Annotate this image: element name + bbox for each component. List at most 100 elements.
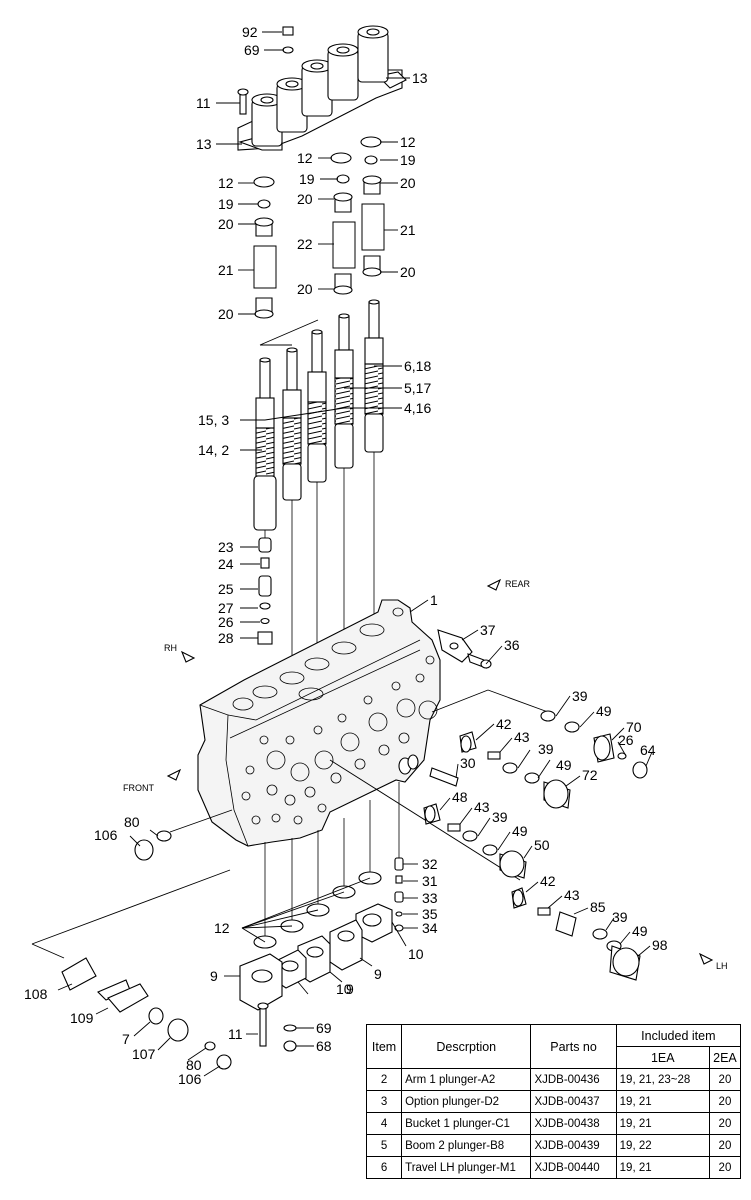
callout-label: 68 xyxy=(316,1038,332,1054)
cell-1ea: 19, 22 xyxy=(615,1134,710,1157)
cell-2ea: 20 xyxy=(708,1112,742,1135)
callout-label: 39 xyxy=(538,741,554,757)
callout-label: 36 xyxy=(504,637,520,653)
cell-parts-no: XJDB-00437 xyxy=(530,1090,617,1113)
cell-item: 4 xyxy=(365,1112,403,1135)
callout-label: 43 xyxy=(514,729,530,745)
callout-label: 39 xyxy=(612,909,628,925)
callout-label: 35 xyxy=(422,906,438,922)
table-row: 6 Travel LH plunger-M1 XJDB-00440 19, 21… xyxy=(365,1156,742,1179)
callout-label: 23 xyxy=(218,539,234,555)
cell-parts-no: XJDB-00440 xyxy=(530,1156,617,1179)
callout-label: 20 xyxy=(218,216,234,232)
callout-labels: 92 69 13 11 13 12 12 19 12 19 20 19 20 2… xyxy=(24,24,668,1087)
header-parts-no: Parts no xyxy=(530,1024,617,1069)
cell-1ea: 19, 21 xyxy=(615,1090,710,1113)
cell-2ea: 20 xyxy=(708,1134,742,1157)
cell-description: Boom 2 plunger-B8 xyxy=(401,1134,532,1157)
callout-label: 43 xyxy=(474,799,490,815)
header-included-item: Included item xyxy=(615,1024,742,1047)
pilot-cap-assembly xyxy=(237,25,407,151)
cell-2ea: 20 xyxy=(708,1068,742,1091)
arm-plunger-parts xyxy=(257,537,273,645)
callout-label: 106 xyxy=(94,827,118,843)
cell-1ea: 19, 21 xyxy=(615,1156,710,1179)
callout-label: 24 xyxy=(218,556,234,572)
callout-label: 50 xyxy=(534,837,550,853)
parts-table: Item Descrption Parts no Included item 1… xyxy=(365,1024,742,1179)
cell-parts-no: XJDB-00436 xyxy=(530,1068,617,1091)
callout-label: 49 xyxy=(556,757,572,773)
cell-description: Arm 1 plunger-A2 xyxy=(401,1068,532,1091)
callout-label: 13 xyxy=(412,70,428,86)
direction-label-front: FRONT xyxy=(123,783,154,793)
bottom-caps xyxy=(239,800,393,1052)
cell-description: Option plunger-D2 xyxy=(401,1090,532,1113)
callout-label: 98 xyxy=(652,937,668,953)
callout-label: 9 xyxy=(346,981,354,997)
cell-1ea: 19, 21 xyxy=(615,1112,710,1135)
callout-label: 15, 3 xyxy=(198,412,229,428)
cell-item: 6 xyxy=(365,1156,403,1179)
callout-label: 32 xyxy=(422,856,438,872)
callout-label: 30 xyxy=(460,755,476,771)
callout-label: 12 xyxy=(297,150,313,166)
callout-label: 11 xyxy=(228,1026,243,1042)
callout-label: 70 xyxy=(626,719,642,735)
callout-label: 42 xyxy=(540,873,556,889)
table-row: 2 Arm 1 plunger-A2 XJDB-00436 19, 21, 23… xyxy=(365,1068,742,1091)
callout-label: 72 xyxy=(582,767,598,783)
callout-label: 39 xyxy=(492,809,508,825)
direction-label-rh: RH xyxy=(164,643,177,653)
callout-label: 42 xyxy=(496,716,512,732)
callout-label: 19 xyxy=(299,171,315,187)
callout-label: 80 xyxy=(124,814,140,830)
callout-label: 21 xyxy=(400,222,416,238)
header-1ea: 1EA xyxy=(615,1046,710,1069)
spool-plungers xyxy=(253,299,384,672)
callout-label: 22 xyxy=(297,236,313,252)
table-row: 5 Boom 2 plunger-B8 XJDB-00439 19, 22 20 xyxy=(365,1134,742,1157)
callout-label: 39 xyxy=(572,688,588,704)
callout-label: 25 xyxy=(218,581,234,597)
left-side-parts xyxy=(31,809,233,959)
callout-label: 49 xyxy=(632,923,648,939)
callout-label: 28 xyxy=(218,630,234,646)
cell-item: 2 xyxy=(365,1068,403,1091)
callout-label: 26 xyxy=(218,614,234,630)
main-valve-body xyxy=(197,599,441,847)
callout-label: 20 xyxy=(297,281,313,297)
callout-label: 31 xyxy=(422,873,438,889)
callout-label: 34 xyxy=(422,920,438,936)
callout-label: 33 xyxy=(422,890,438,906)
callout-label: 6,18 xyxy=(404,358,431,374)
callout-label: 48 xyxy=(452,789,468,805)
header-description: Descrption xyxy=(401,1024,532,1069)
right-side-parts xyxy=(329,629,648,981)
callout-label: 43 xyxy=(564,887,580,903)
table-row: 3 Option plunger-D2 XJDB-00437 19, 21 20 xyxy=(365,1090,742,1113)
callout-label: 27 xyxy=(218,600,234,616)
callout-label: 19 xyxy=(218,196,234,212)
callout-leaders xyxy=(57,31,653,1077)
lower-left-parts xyxy=(61,957,232,1070)
callout-label: 20 xyxy=(218,306,234,322)
cell-item: 3 xyxy=(365,1090,403,1113)
callout-label: 20 xyxy=(400,264,416,280)
callout-label: 26 xyxy=(618,732,634,748)
header-2ea: 2EA xyxy=(708,1046,742,1069)
callout-label: 12 xyxy=(218,175,234,191)
callout-label: 7 xyxy=(122,1031,130,1047)
callout-label: 12 xyxy=(400,134,416,150)
callout-label: 20 xyxy=(297,191,313,207)
direction-label-rear: REAR xyxy=(505,579,531,589)
direction-indicators: REAR RH FRONT LH xyxy=(123,578,728,971)
callout-label: 4,16 xyxy=(404,400,431,416)
callout-label: 19 xyxy=(400,152,416,168)
callout-label: 109 xyxy=(70,1010,94,1026)
callout-label: 20 xyxy=(400,175,416,191)
cell-description: Travel LH plunger-M1 xyxy=(401,1156,532,1179)
callout-label: 107 xyxy=(132,1046,156,1062)
callout-label: 11 xyxy=(196,95,211,111)
